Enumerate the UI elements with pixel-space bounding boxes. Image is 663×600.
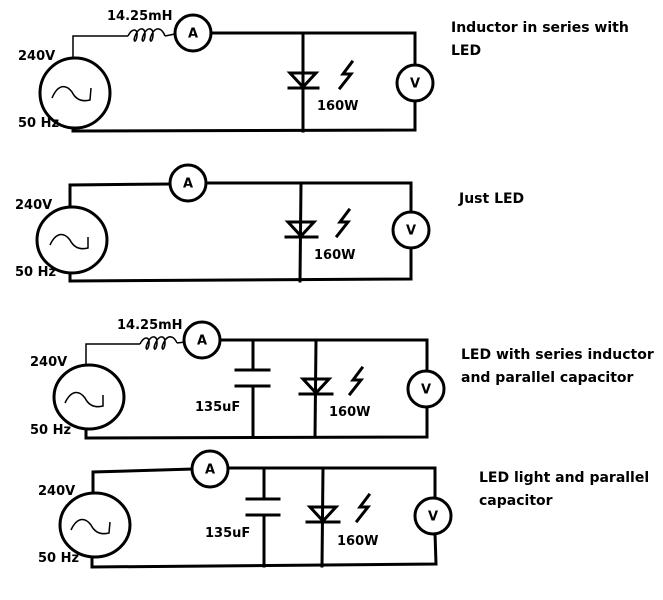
- inductor-icon: [139, 336, 178, 350]
- ac-source-icon: [35, 205, 109, 275]
- wire-source-to-ammeter: [91, 467, 194, 499]
- ammeter-icon: [168, 163, 208, 203]
- led-power-label: 160W: [317, 99, 358, 114]
- circuit-title-line-1: LED with series inductor: [461, 347, 654, 363]
- voltmeter-label: V: [410, 77, 420, 92]
- wire-top: [204, 181, 413, 214]
- led-diode-icon: [286, 71, 320, 90]
- voltmeter-icon: [406, 369, 446, 409]
- wire-inductor-to-ammeter: [164, 33, 176, 37]
- voltmeter-label: V: [406, 224, 416, 239]
- led-diode-icon: [299, 377, 333, 396]
- circuit-title-line-1: Just LED: [458, 191, 524, 207]
- source-voltage-label: 240V: [15, 198, 52, 213]
- wire-bottom: [71, 99, 417, 133]
- capacitor-label: 135uF: [195, 400, 240, 415]
- led-branch-wire: [298, 181, 303, 283]
- ac-source-icon: [58, 491, 132, 559]
- voltmeter-icon: [413, 496, 453, 536]
- led-power-label: 160W: [337, 534, 378, 549]
- voltmeter-label: V: [421, 383, 431, 398]
- source-voltage-label: 240V: [30, 355, 67, 370]
- sine-wave-icon: [64, 391, 104, 408]
- circuit-led-series-inductor-parallel-capacitor: 240V 50 Hz 14.25mH A 135uF 160W V LED wi…: [30, 318, 654, 440]
- sine-wave-icon: [49, 233, 89, 250]
- capacitor-icon: [234, 368, 271, 388]
- source-frequency-label: 50 Hz: [30, 423, 71, 438]
- source-frequency-label: 50 Hz: [38, 551, 79, 566]
- source-frequency-label: 50 Hz: [18, 116, 59, 131]
- circuit-title-line-2: capacitor: [479, 493, 553, 509]
- voltmeter-icon: [395, 63, 435, 103]
- circuit-inductor-series-led: 240V 50 Hz 14.25mH A 160W V Inductor in …: [18, 9, 629, 133]
- wire-bottom: [84, 406, 429, 440]
- voltmeter-icon: [391, 210, 431, 250]
- wire-top: [217, 338, 429, 374]
- ammeter-label: A: [188, 27, 198, 42]
- wire-bottom: [68, 246, 413, 283]
- ac-source-icon: [38, 56, 112, 130]
- sine-wave-icon: [51, 85, 92, 102]
- circuit-title-line-2: and parallel capacitor: [461, 370, 634, 386]
- source-voltage-label: 240V: [38, 484, 75, 499]
- light-bolt-icon: [347, 365, 365, 397]
- ammeter-icon: [173, 13, 213, 53]
- voltmeter-label: V: [428, 510, 438, 525]
- source-frequency-label: 50 Hz: [15, 265, 56, 280]
- ammeter-icon: [190, 449, 230, 489]
- ammeter-icon: [182, 320, 222, 360]
- ammeter-label: A: [197, 334, 207, 349]
- capacitor-label: 135uF: [205, 526, 250, 541]
- inductor-icon: [127, 28, 166, 42]
- ammeter-label: A: [205, 463, 215, 478]
- capacitor-icon: [245, 497, 281, 517]
- led-branch-wire: [313, 338, 318, 439]
- ammeter-label: A: [183, 177, 193, 192]
- light-bolt-icon: [354, 492, 372, 524]
- circuit-just-led: 240V 50 Hz A 160W V Just LED: [15, 163, 524, 283]
- led-power-label: 160W: [329, 405, 370, 420]
- wire-top: [209, 31, 417, 67]
- wire-top: [226, 466, 437, 499]
- sine-wave-icon: [70, 518, 111, 535]
- circuit-led-parallel-capacitor: 240V 50 Hz A 135uF 160W V LED light and …: [38, 449, 649, 569]
- light-bolt-icon: [334, 207, 352, 239]
- led-diode-icon: [284, 220, 318, 239]
- ac-source-icon: [52, 363, 126, 431]
- led-power-label: 160W: [314, 248, 355, 263]
- circuit-title-line-1: LED light and parallel: [479, 470, 649, 486]
- inductor-label: 14.25mH: [107, 9, 173, 24]
- light-bolt-icon: [337, 59, 355, 91]
- led-diode-icon: [306, 505, 340, 524]
- circuit-title-line-1: Inductor in series with: [451, 20, 629, 36]
- wire-source-to-ammeter: [68, 182, 172, 214]
- led-branch-wire: [320, 466, 325, 568]
- circuit-title-line-2: LED: [451, 43, 481, 59]
- source-voltage-label: 240V: [18, 49, 55, 64]
- inductor-label: 14.25mH: [117, 318, 183, 333]
- wire-source-to-inductor: [85, 343, 140, 368]
- wire-source-to-inductor: [72, 35, 128, 58]
